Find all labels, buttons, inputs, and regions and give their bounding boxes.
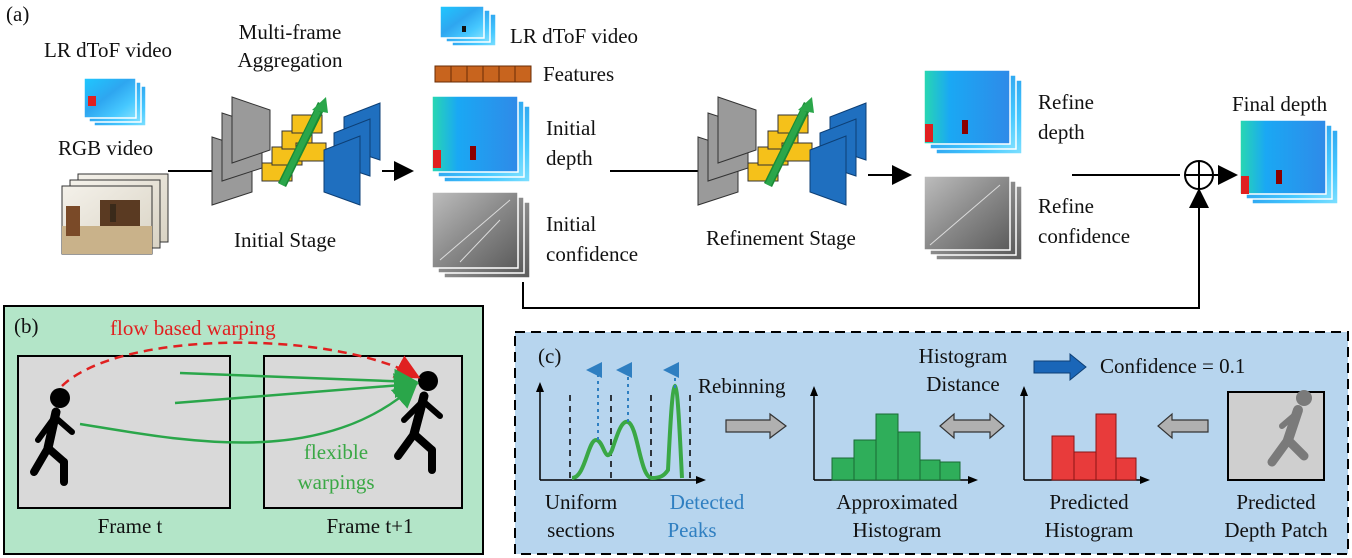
initial-depth-label-line1: Initial: [546, 116, 597, 140]
predicted-patch-label-line2: Depth Patch: [1224, 518, 1328, 542]
depth-patch-image: [1227, 390, 1325, 481]
panel-c-tag: (c): [538, 344, 562, 368]
approx-histogram-label-line2: Histogram: [852, 518, 942, 542]
initial-confidence-stack: [431, 191, 531, 279]
rebinning-arrow-icon: [725, 412, 787, 440]
initial-stage-network: [211, 96, 381, 206]
panel-b-tag: (b): [14, 314, 39, 338]
initial-depth-stack: [431, 95, 531, 183]
refine-depth-label-line1: Refine: [1038, 90, 1094, 114]
confidence-value-label: Confidence = 0.1: [1100, 354, 1246, 378]
aggregation-label-line2: Aggregation: [237, 48, 343, 72]
aggregation-label-line1: Multi-frame: [238, 20, 342, 44]
final-depth-stack: [1239, 119, 1339, 205]
detected-peaks-label-line1: Detected: [669, 490, 745, 514]
flow-warp-label: flow based warping: [110, 316, 276, 340]
rgb-video-stack: [61, 173, 169, 255]
features-label: Features: [543, 62, 615, 86]
histogram-distance-label-line1: Histogram: [918, 344, 1008, 368]
predicted-histogram-label-line1: Predicted: [1049, 490, 1129, 514]
uniform-sections-label-line1: Uniform: [544, 490, 618, 514]
flexible-warp-arrows: [79, 368, 419, 444]
predicted-patch-label-line1: Predicted: [1236, 490, 1316, 514]
rgb-video-label: RGB video: [58, 136, 154, 160]
flexible-warp-label-line1: flexible: [303, 440, 369, 464]
panel-a-tag: (a): [6, 2, 30, 26]
lr-dtof-stack-top: [439, 5, 497, 47]
confidence-arrow-icon: [1033, 352, 1087, 382]
detected-peaks-label-line2: Peaks: [667, 518, 717, 542]
lr-dtof-stack-left: [83, 77, 147, 127]
refine-confidence-stack: [923, 175, 1023, 261]
person-frame-t1-icon: [394, 371, 443, 474]
rebinning-label: Rebinning: [698, 374, 786, 398]
refine-confidence-label-line2: confidence: [1038, 224, 1131, 248]
flexible-warp-label-line2: warpings: [297, 470, 375, 494]
initial-confidence-label-line1: Initial: [546, 212, 597, 236]
peaks-chart: [536, 362, 706, 484]
sum-operator: [1184, 160, 1214, 190]
initial-stage-label: Initial Stage: [234, 228, 337, 252]
panel-c-background: [514, 331, 1349, 555]
refine-depth-stack: [923, 69, 1023, 155]
features-bar: [434, 65, 532, 83]
refine-confidence-label-line1: Refine: [1038, 194, 1094, 218]
refinement-stage-label: Refinement Stage: [706, 226, 856, 250]
histogram-distance-arrow-icon: [939, 412, 1005, 440]
refine-depth-label-line2: depth: [1038, 120, 1085, 144]
predicted-histogram-chart: [1020, 386, 1150, 484]
flow-warp-arrow: [61, 341, 421, 387]
predicted-histogram-label-line2: Histogram: [1044, 518, 1134, 542]
patch-arrow-icon: [1157, 412, 1209, 440]
person-frame-t-icon: [30, 388, 75, 486]
frame-t-label: Frame t: [97, 514, 163, 538]
frame-t1-label: Frame t+1: [326, 514, 414, 538]
lr-dtof-label-top: LR dToF video: [510, 24, 639, 48]
approx-histogram-label-line1: Approximated: [836, 490, 958, 514]
approx-histogram-chart: [810, 386, 978, 484]
histogram-distance-label-line2: Distance: [926, 372, 1000, 396]
uniform-sections-label-line2: sections: [547, 518, 615, 542]
refinement-stage-network: [697, 96, 867, 206]
initial-confidence-label-line2: confidence: [546, 242, 639, 266]
initial-depth-label-line2: depth: [546, 146, 593, 170]
final-depth-label: Final depth: [1232, 92, 1328, 116]
lr-dtof-label-left: LR dToF video: [44, 38, 173, 62]
